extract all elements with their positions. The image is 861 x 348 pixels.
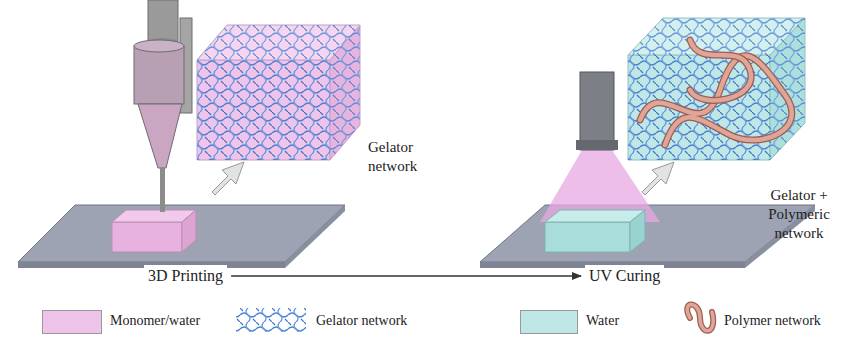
legend-text: Water (586, 312, 619, 330)
legend-text: Gelator network (316, 312, 407, 330)
step-text: UV Curing (589, 267, 660, 285)
legend-text: Monomer/water (110, 312, 200, 330)
figure-caption: Gelator + Polymeric network (742, 186, 856, 243)
legend-swatch (520, 310, 578, 334)
step-label: 3D Printing (144, 265, 227, 287)
legend-swatch (42, 310, 102, 334)
step-label: UV Curing (585, 265, 664, 287)
legend-icon (236, 308, 306, 332)
step-text: 3D Printing (148, 267, 223, 285)
process-arrow (231, 275, 581, 276)
legend-text: Polymer network (724, 312, 821, 330)
figure-caption: Gelator network (368, 138, 448, 176)
